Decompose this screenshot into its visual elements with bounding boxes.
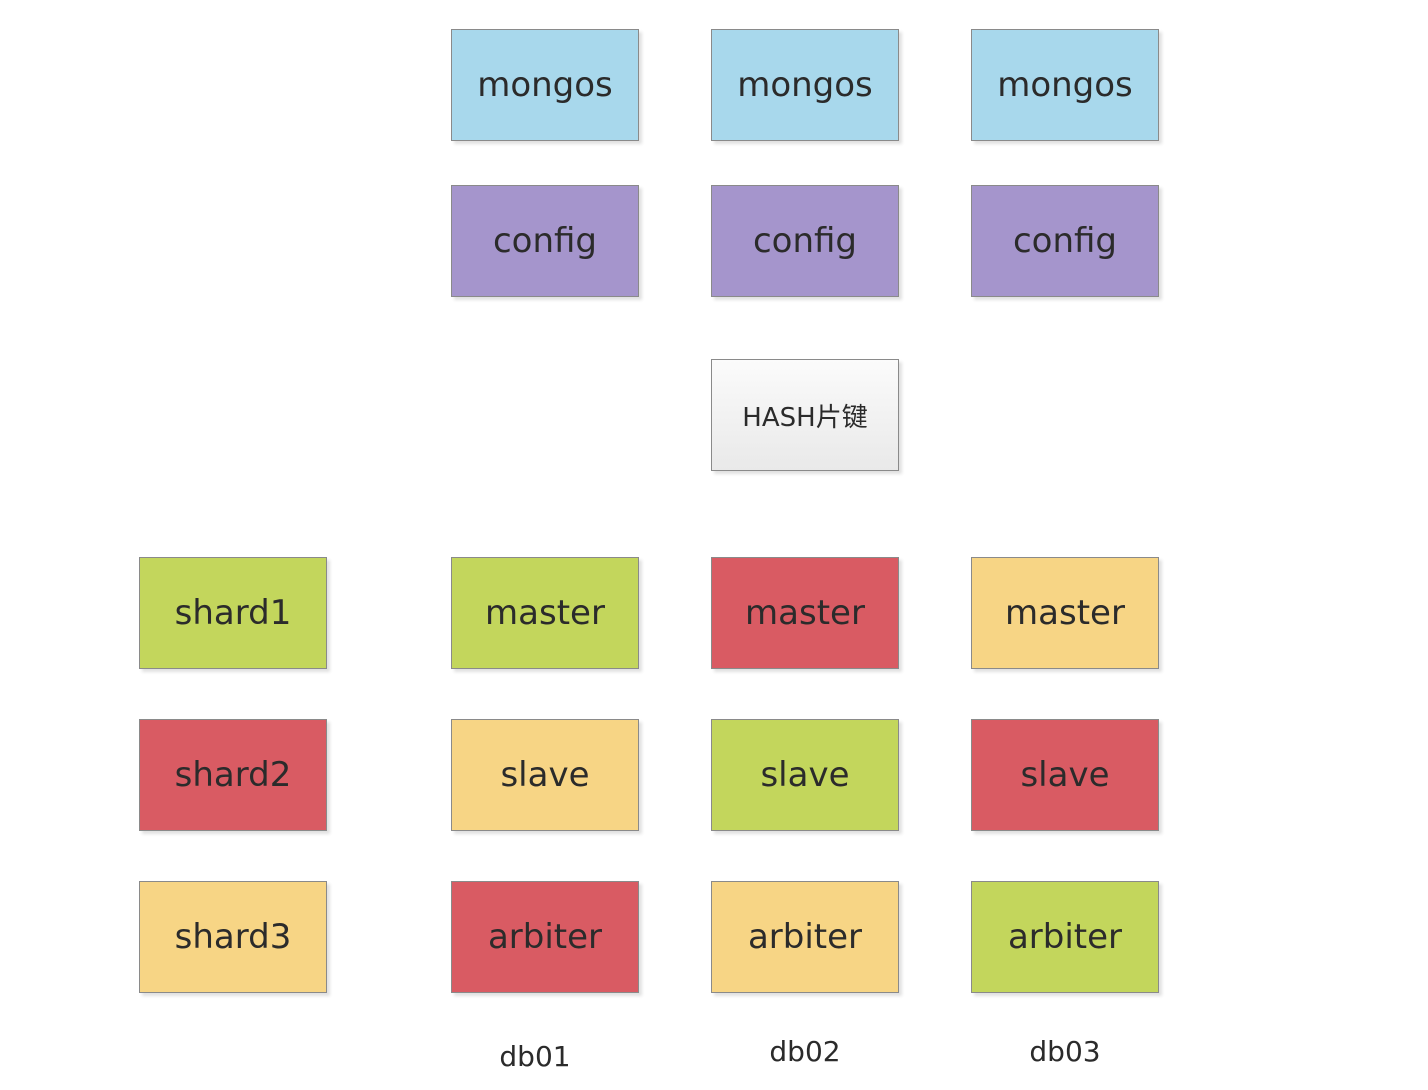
db03-master: master (971, 557, 1159, 669)
config-node-3: config (971, 185, 1159, 297)
db01-slave: slave (451, 719, 639, 831)
db02-label: db02 (769, 1035, 841, 1068)
mongos-node-3: mongos (971, 29, 1159, 141)
shard1-legend: shard1 (139, 557, 327, 669)
db01-master: master (451, 557, 639, 669)
shard2-legend: shard2 (139, 719, 327, 831)
db03-arbiter: arbiter (971, 881, 1159, 993)
mongos-node-1: mongos (451, 29, 639, 141)
db01-label: db01 (499, 1040, 571, 1073)
shard3-legend: shard3 (139, 881, 327, 993)
db01-arbiter: arbiter (451, 881, 639, 993)
db03-slave: slave (971, 719, 1159, 831)
config-node-1: config (451, 185, 639, 297)
db02-arbiter: arbiter (711, 881, 899, 993)
config-node-2: config (711, 185, 899, 297)
mongos-node-2: mongos (711, 29, 899, 141)
hash-shard-key: HASH片键 (711, 359, 899, 471)
db02-slave: slave (711, 719, 899, 831)
db03-label: db03 (1029, 1035, 1101, 1068)
db02-master: master (711, 557, 899, 669)
